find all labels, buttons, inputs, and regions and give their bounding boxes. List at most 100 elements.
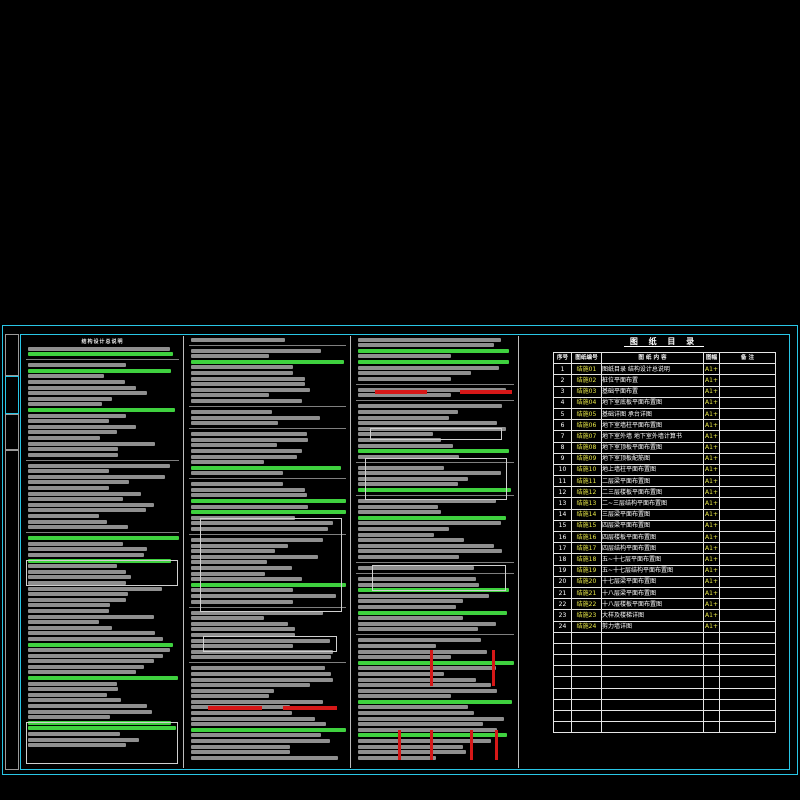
note-text-line — [191, 577, 302, 582]
catalog-cell-size: A1+ — [703, 575, 720, 588]
note-text-line — [191, 739, 330, 744]
catalog-cell-no: 13 — [553, 497, 572, 510]
note-text-line — [28, 374, 104, 379]
catalog-cell-no: 7 — [553, 430, 572, 443]
catalog-cell-content: 十八层梁平面布置图 — [601, 586, 704, 600]
note-text-line — [28, 608, 109, 613]
note-text-line — [191, 554, 319, 559]
note-text-line — [358, 454, 460, 459]
catalog-cell-content: 剪力墙详图 — [601, 620, 704, 633]
note-text-line — [28, 631, 156, 636]
note-text-line — [28, 603, 111, 608]
catalog-cell-empty — [719, 698, 776, 712]
catalog-cell-empty — [553, 631, 572, 644]
catalog-cell-content: 四层梁平面布置图 — [601, 519, 704, 533]
catalog-cell-code: 结施16 — [571, 530, 602, 544]
catalog-cell-remark — [719, 508, 776, 521]
note-text-line — [358, 532, 435, 537]
note-text-line — [28, 352, 173, 357]
catalog-cell-content: 五~十七层结构平面布置图 — [601, 564, 704, 577]
catalog-cell-code: 结施05 — [571, 407, 602, 421]
note-text-line — [191, 755, 338, 760]
notes-text-block — [22, 346, 183, 748]
catalog-cell-empty — [719, 687, 776, 700]
catalog-cell-code: 结施04 — [571, 396, 602, 409]
divider — [356, 562, 514, 563]
catalog-cell-size: A1+ — [703, 508, 720, 521]
catalog-cell-content: 基础平面布置 — [601, 385, 704, 398]
catalog-cell-empty — [703, 631, 720, 644]
detail-table — [370, 428, 502, 440]
note-text-line — [191, 370, 294, 375]
note-text-line — [191, 750, 290, 755]
note-text-line — [191, 571, 266, 576]
note-text-line — [191, 354, 269, 359]
catalog-cell-empty — [601, 709, 704, 723]
notes-text-block — [185, 337, 350, 760]
notes-column-1: 结构设计总说明 — [22, 336, 184, 768]
catalog-cell-size: A1+ — [703, 564, 720, 577]
catalog-cell-empty — [719, 631, 776, 644]
note-text-line — [28, 413, 127, 418]
note-text-line — [358, 722, 483, 727]
note-text-line — [358, 649, 488, 654]
catalog-cell-empty — [601, 698, 704, 712]
note-text-line — [358, 465, 445, 470]
note-text-line — [28, 497, 123, 502]
note-text-line — [358, 515, 506, 520]
note-text-line — [358, 471, 501, 476]
catalog-cell-remark — [719, 385, 776, 398]
catalog-cell-size: A1+ — [703, 452, 720, 465]
note-text-line — [358, 432, 433, 437]
catalog-cell-content: 地下室顶板平面布置图 — [601, 441, 704, 454]
divider — [189, 428, 346, 430]
catalog-cell-no: 16 — [553, 530, 572, 544]
catalog-cell-remark — [719, 475, 776, 488]
note-text-line — [28, 391, 148, 396]
note-text-line — [191, 448, 302, 453]
catalog-cell-size: A1+ — [703, 553, 720, 566]
catalog-cell-code: 结施03 — [571, 385, 602, 398]
note-text-line — [191, 515, 295, 520]
catalog-cell-no: 11 — [553, 475, 572, 488]
catalog-cell-empty — [703, 676, 720, 689]
note-text-line — [28, 480, 130, 485]
note-text-line — [191, 393, 269, 398]
catalog-cell-no: 22 — [553, 598, 572, 611]
note-text-line — [358, 694, 451, 699]
catalog-cell-remark — [719, 609, 776, 622]
catalog-cell-empty — [719, 654, 776, 667]
catalog-cell-empty — [719, 665, 776, 678]
note-text-line — [28, 648, 170, 653]
catalog-cell-content: 二层梁平面布置图 — [601, 475, 704, 488]
note-text-line — [358, 739, 491, 744]
detail-table — [203, 636, 337, 652]
catalog-cell-empty — [571, 631, 602, 644]
catalog-cell-size: A1+ — [703, 497, 720, 510]
note-text-line — [358, 604, 456, 609]
note-text-line — [191, 359, 345, 364]
binding-margin-strip — [5, 334, 19, 770]
catalog-cell-code: 结施23 — [571, 609, 602, 622]
catalog-cell-content: 二三层楼板平面布置图 — [601, 486, 704, 499]
note-text-line — [191, 727, 347, 732]
note-text-line — [191, 398, 302, 403]
note-text-line — [358, 337, 501, 342]
catalog-cell-no: 18 — [553, 553, 572, 566]
note-text-line — [191, 482, 284, 487]
catalog-cell-content: 地下室底板平面布置图 — [601, 396, 704, 409]
catalog-cell-remark — [719, 564, 776, 577]
catalog-cell-code: 结施11 — [571, 475, 602, 488]
note-text-line — [28, 447, 119, 452]
divider — [356, 383, 514, 385]
note-text-line — [358, 627, 478, 632]
notes-title: 结构设计总说明 — [81, 339, 124, 345]
note-text-line — [28, 659, 154, 664]
catalog-title: 图 纸 目 录 — [553, 336, 775, 347]
catalog-cell-code: 结施02 — [571, 374, 602, 387]
catalog-cell-code: 结施12 — [571, 486, 602, 499]
catalog-cell-content: 地下室顶板配筋图 — [601, 452, 704, 465]
